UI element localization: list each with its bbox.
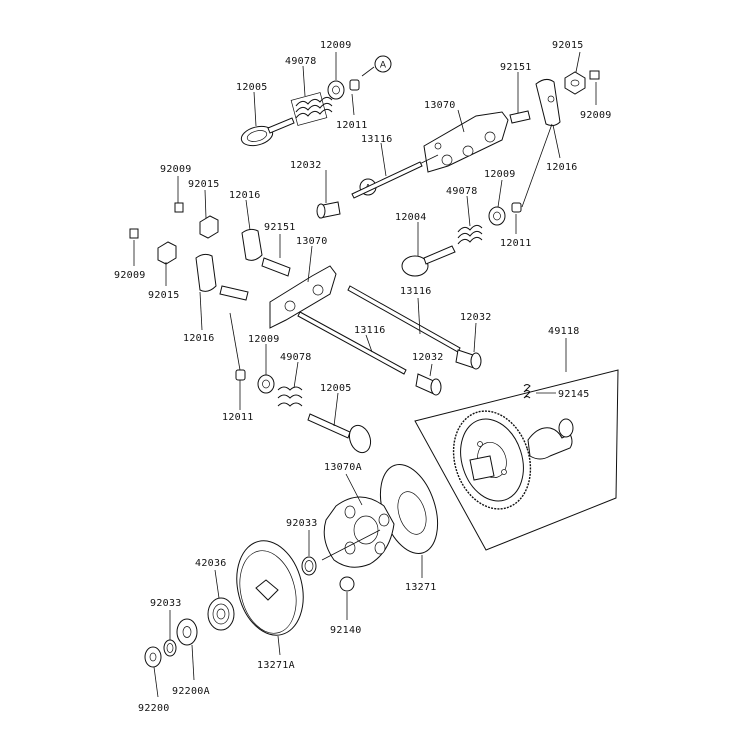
label-92015-tr: 92015 [552, 40, 584, 51]
label-12005-low: 12005 [320, 383, 352, 394]
label-12011-low: 12011 [222, 412, 254, 423]
retainer-12009-low[interactable] [257, 374, 275, 394]
label-12011-mid: 12011 [500, 238, 532, 249]
governor-sleeve-13271A[interactable] [227, 534, 312, 643]
rocker-arm-12016-l2[interactable] [195, 253, 217, 292]
label-13271A: 13271A [257, 660, 295, 671]
snap-ring-92033-mid[interactable] [301, 556, 317, 576]
label-13271: 13271 [405, 582, 437, 593]
label-12016-l1: 12016 [229, 190, 261, 201]
rocker-arm-12016-tr[interactable] [535, 78, 561, 127]
label-92033-mid: 92033 [286, 518, 318, 529]
rocker-stud-92151-tr[interactable] [509, 110, 531, 124]
label-92151-mid: 92151 [264, 222, 296, 233]
push-rod-13116-low[interactable] [297, 311, 407, 375]
label-13116-low: 13116 [354, 325, 386, 336]
label-49078-mid: 49078 [446, 186, 478, 197]
valve-12004[interactable] [401, 245, 456, 277]
spring-92145[interactable] [523, 384, 531, 399]
label-92200: 92200 [138, 703, 170, 714]
label-12009-top: 12009 [320, 40, 352, 51]
washer-92200A[interactable] [176, 618, 198, 646]
svg-text:A: A [380, 61, 387, 71]
set-screw-92009-l1[interactable] [174, 202, 184, 213]
push-rod-13116-top[interactable] [351, 161, 423, 199]
label-13070-mid: 13070 [296, 236, 328, 247]
label-12032-top: 12032 [290, 160, 322, 171]
label-92015-l2: 92015 [148, 290, 180, 301]
ball-92140[interactable] [339, 576, 355, 592]
valve-spring-49078-top[interactable] [290, 92, 333, 126]
retainer-12009-mid[interactable] [488, 206, 506, 226]
rocker-stud-92151-mid[interactable] [261, 257, 291, 277]
camshaft-lobes-49118[interactable] [527, 418, 574, 460]
retainer-12009-top[interactable] [327, 80, 345, 100]
tappet-12032-top[interactable] [316, 201, 341, 219]
label-92009-l1: 92009 [160, 164, 192, 175]
label-92200A: 92200A [172, 686, 210, 697]
label-92140: 92140 [330, 625, 362, 636]
set-screw-92009-l2[interactable] [129, 228, 139, 239]
label-92033-low: 92033 [150, 598, 182, 609]
valve-spring-49078-mid[interactable] [457, 224, 483, 245]
valve-12005-top[interactable] [239, 117, 295, 149]
keeper-12011-low[interactable] [235, 369, 246, 381]
pivot-nut-92015-l1[interactable] [199, 215, 219, 239]
label-12032-low: 12032 [412, 352, 444, 363]
guide-plate-13070-mid[interactable] [269, 265, 337, 329]
camshaft-group-frame-49118 [414, 369, 619, 551]
label-13116-mid: 13116 [400, 286, 432, 297]
rocker-arm-12016-l1[interactable] [241, 228, 263, 261]
ref-mark-a-top: A [374, 55, 392, 73]
snap-ring-92033-low[interactable] [163, 639, 177, 657]
label-92151-tr: 92151 [500, 62, 532, 73]
label-42036: 42036 [195, 558, 227, 569]
tappet-12032-right[interactable] [455, 349, 482, 370]
label-49078-top: 49078 [285, 56, 317, 67]
label-13070A: 13070A [324, 462, 362, 473]
label-49118: 49118 [548, 326, 580, 337]
valve-12005-low[interactable] [307, 413, 374, 456]
rocker-stud-12016-l2[interactable] [219, 285, 249, 301]
keeper-12011-top[interactable] [349, 79, 360, 91]
flyweight-holder-13070A[interactable] [323, 496, 395, 568]
label-12032-right: 12032 [460, 312, 492, 323]
label-12009-low: 12009 [248, 334, 280, 345]
pivot-nut-92015-l2[interactable] [157, 241, 177, 265]
bearing-42036[interactable] [207, 597, 235, 631]
label-92015-l1: 92015 [188, 179, 220, 190]
guide-plate-13070-tr[interactable] [423, 111, 509, 173]
label-92009-l2: 92009 [114, 270, 146, 281]
label-12005-top: 12005 [236, 82, 268, 93]
label-92009-tr: 92009 [580, 110, 612, 121]
pivot-nut-92015-tr[interactable] [564, 71, 586, 95]
label-13116-top: 13116 [361, 134, 393, 145]
cam-gear-49118[interactable] [441, 401, 542, 519]
label-12004: 12004 [395, 212, 427, 223]
tappet-12032-low[interactable] [415, 373, 442, 396]
washer-92200[interactable] [144, 646, 162, 668]
label-12009-mid: 12009 [484, 169, 516, 180]
label-12016-l2: 12016 [183, 333, 215, 344]
label-12011-top: 12011 [336, 120, 368, 131]
label-49078-low: 49078 [280, 352, 312, 363]
label-12016-tr: 12016 [546, 162, 578, 173]
label-13070-top: 13070 [424, 100, 456, 111]
valve-spring-49078-low[interactable] [277, 386, 303, 407]
keeper-12011-mid[interactable] [511, 202, 522, 213]
label-92145: 92145 [558, 389, 590, 400]
set-screw-92009-tr[interactable] [589, 70, 600, 80]
